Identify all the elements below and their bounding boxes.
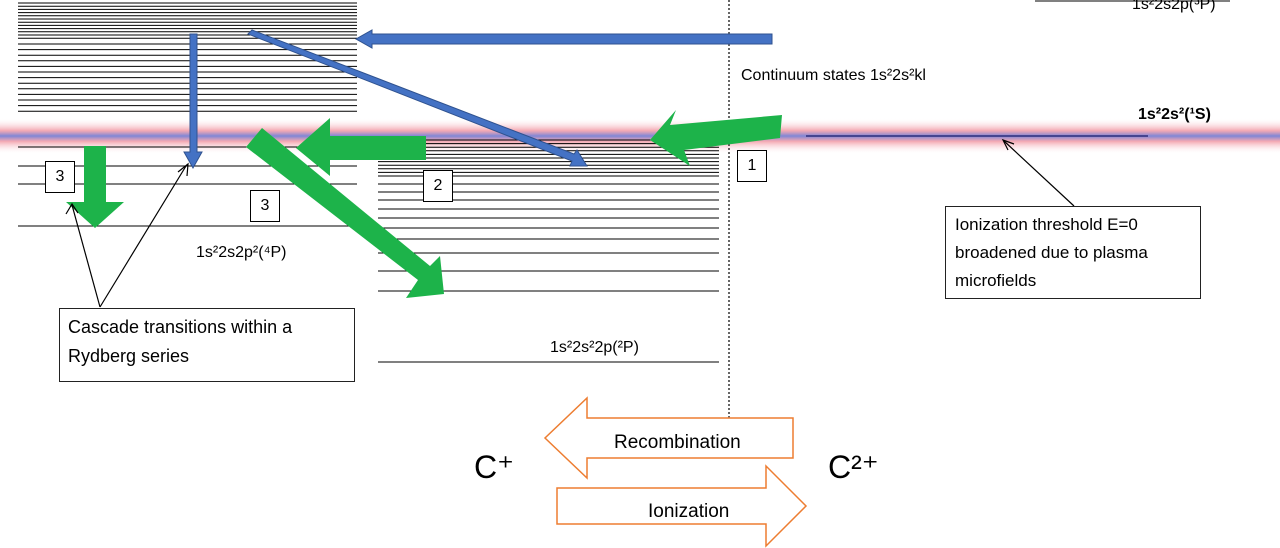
threshold-callout-line-1: Ionization threshold E=0 (955, 215, 1138, 234)
green-arrow-1 (650, 110, 782, 166)
state-4p-label: 1s²2s2p²(⁴P) (196, 244, 286, 261)
top-right-state-label: 1s²2s2p(³P) (1132, 0, 1216, 13)
threshold-callout-line-2: broadened due to plasma (955, 243, 1148, 262)
blue-arrow-vertical (183, 33, 203, 170)
process-number-3-left: 3 (45, 161, 75, 193)
continuum-label: Continuum states 1s²2s²kl (741, 67, 926, 84)
blue-arrow-diagonal (247, 29, 588, 167)
ion-left-label: C⁺ (474, 449, 514, 485)
state-2p-label: 1s²2s²2p(²P) (550, 339, 639, 356)
green-arrow-2 (296, 118, 426, 176)
process-number-2: 2 (423, 170, 453, 202)
cascade-callout-line-2: Rydberg series (68, 346, 190, 366)
recombination-arrow (543, 396, 794, 480)
left-level-stack (18, 2, 357, 227)
blue-arrow-horizontal (354, 29, 773, 49)
process-number-1: 1 (737, 150, 767, 182)
green-arrow-3-diagonal (246, 128, 444, 298)
ionization-label: Ionization (648, 501, 729, 522)
ion-right-label: C²⁺ (828, 449, 879, 485)
cascade-callout-line-1: Cascade transitions within a (68, 317, 293, 337)
ionization-arrow (556, 464, 808, 548)
threshold-state-label: 1s²2s²(¹S) (1138, 106, 1211, 123)
recombination-label: Recombination (614, 432, 741, 453)
process-number-3-mid: 3 (250, 190, 280, 222)
middle-level-stack (378, 139, 719, 363)
green-arrow-3-left (66, 146, 124, 228)
threshold-callout: Ionization threshold E=0 broadened due t… (945, 206, 1201, 299)
annotation-lines (65, 138, 1075, 308)
threshold-callout-line-3: microfields (955, 271, 1037, 290)
cascade-callout: Cascade transitions within a Rydberg ser… (59, 308, 355, 382)
